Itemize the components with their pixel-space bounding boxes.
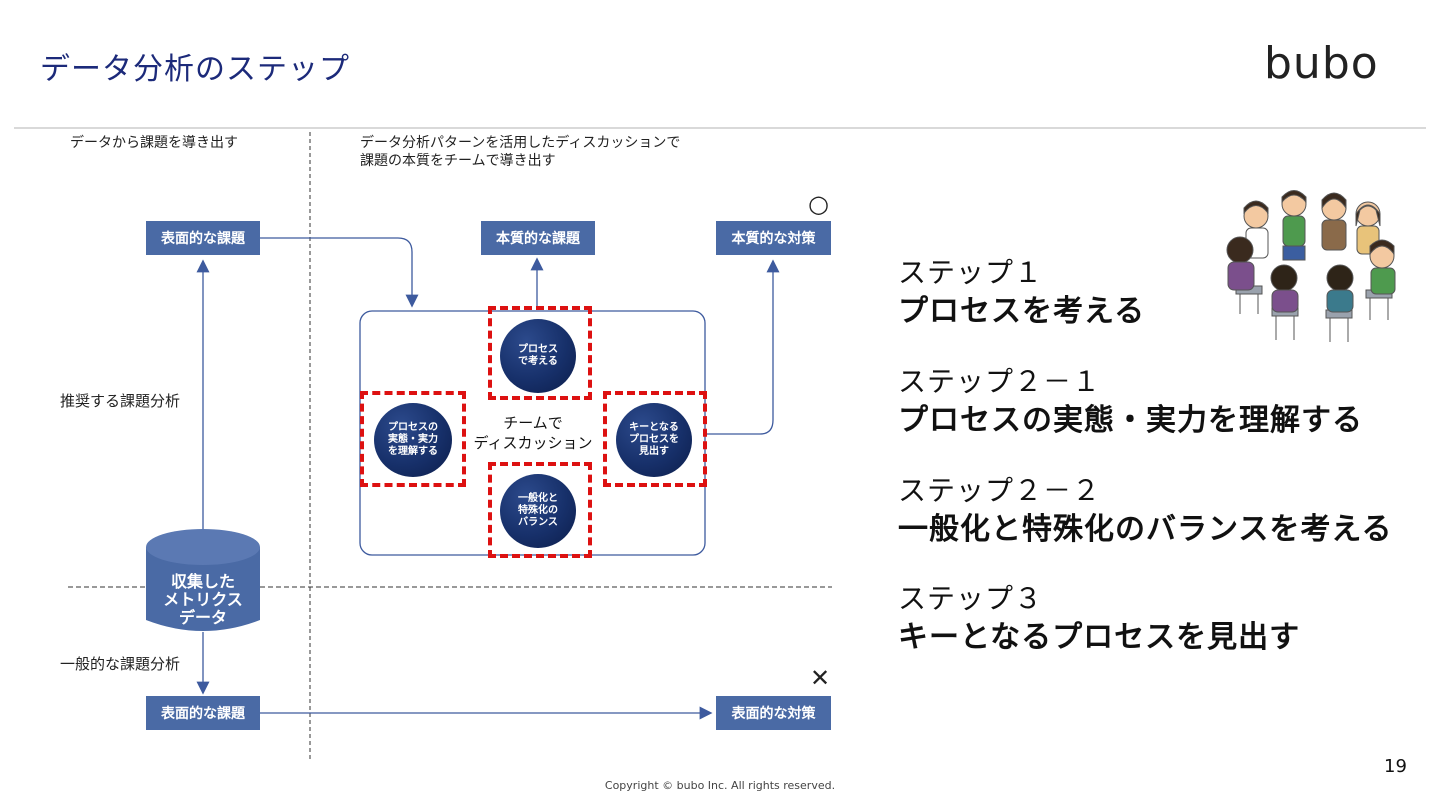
circle-understand-process: プロセスの 実態・実力 を理解する: [374, 403, 452, 477]
step-1-label: ステップ１: [898, 256, 1044, 289]
step-2-1-text: プロセスの実態・実力を理解する: [898, 403, 1363, 438]
page-number: 19: [1384, 756, 1407, 777]
surface-issue-box-bottom: 表面的な課題: [146, 696, 260, 730]
metrics-data-cylinder: 収集した メトリクス データ: [163, 572, 243, 627]
step-2-1-label: ステップ２－１: [898, 365, 1102, 398]
highlight-frame-left: [360, 391, 466, 487]
circle-process-thinking: プロセス で考える: [500, 319, 576, 393]
highlight-frame-top: [488, 306, 592, 400]
bubo-logo: bubo: [1264, 38, 1379, 89]
good-mark-icon: ○: [808, 190, 829, 218]
step-2-2-label: ステップ２－２: [898, 474, 1102, 507]
slide-title: データ分析のステップ: [40, 52, 350, 87]
surface-measure-box: 表面的な対策: [716, 696, 831, 730]
circle-key-process: キーとなる プロセスを 見出す: [616, 403, 692, 477]
people-discussion-illustration-icon: [1226, 190, 1396, 342]
bad-mark-icon: ✕: [810, 664, 831, 692]
highlight-frame-right: [603, 391, 707, 487]
circle-general-special-balance: 一般化と 特殊化の バランス: [500, 474, 576, 548]
note-right: データ分析パターンを活用したディスカッションで 課題の本質をチームで導き出す: [360, 135, 681, 169]
label-recommended: 推奨する課題分析: [60, 392, 181, 410]
step-2-2-text: 一般化と特殊化のバランスを考える: [898, 512, 1393, 547]
surface-issue-box-top: 表面的な課題: [146, 221, 260, 255]
highlight-frame-bottom: [488, 462, 592, 558]
step-3-label: ステップ３: [898, 582, 1044, 615]
note-left: データから課題を導き出す: [70, 135, 238, 151]
essential-issue-box: 本質的な課題: [481, 221, 595, 255]
step-3-text: キーとなるプロセスを見出す: [898, 620, 1301, 655]
label-general: 一般的な課題分析: [60, 655, 181, 673]
title-divider: [14, 127, 1426, 129]
team-discussion-label: チームで ディスカッション: [473, 414, 593, 452]
essential-measure-box: 本質的な対策: [716, 221, 831, 255]
step-1-text: プロセスを考える: [898, 294, 1146, 329]
copyright-footer: Copyright © bubo Inc. All rights reserve…: [604, 779, 836, 792]
